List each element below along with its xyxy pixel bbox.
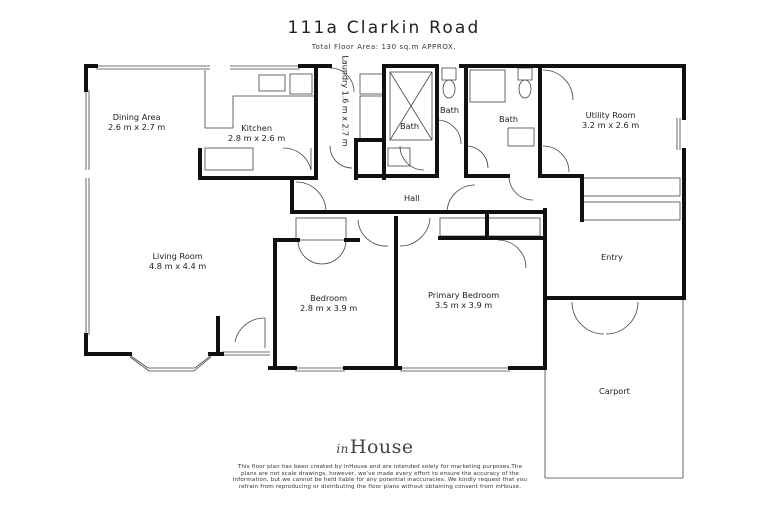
room-dining-area: Dining Area 2.6 m x 2.7 m [108,112,165,132]
disclaimer-text: This floor plan has been created by inHo… [232,464,528,490]
room-bedroom: Bedroom 2.8 m x 3.9 m [300,293,357,313]
logo-prefix: in [336,442,349,456]
room-dimensions: 2.8 m x 3.9 m [300,303,358,313]
room-name: Living Room [152,251,203,261]
room-hall: Hall [404,193,420,203]
logo-main: House [349,436,414,458]
room-name: Laundry [340,55,350,89]
inhouse-logo: inHouse [320,436,430,458]
room-dimensions: 3.2 m x 2.6 m [582,120,640,130]
room-bath-right: Bath [499,114,519,124]
room-dimensions: 2.8 m x 2.6 m [228,133,286,143]
room-laundry: Laundry 1.6 m x 2.7 m [341,55,350,146]
room-name: Kitchen [241,123,273,133]
room-utility: Utility Room 3.2 m x 2.6 m [582,110,639,130]
room-carport: Carport [599,386,630,396]
room-bath-left: Bath [400,121,420,131]
room-dimensions: 3.5 m x 3.9 m [435,300,493,310]
room-name: Utility Room [585,110,636,120]
room-dimensions: 2.6 m x 2.7 m [108,122,166,132]
floor-area-label: Total Floor Area: 130 sq.m APPROX. [311,43,457,51]
room-dimensions: 1.6 m x 2.7 m [340,90,350,147]
room-entry: Entry [601,252,623,262]
room-dimensions: 4.8 m x 4.4 m [149,261,207,271]
room-bath-middle: Bath [440,105,460,115]
room-living: Living Room 4.8 m x 4.4 m [149,251,206,271]
room-kitchen: Kitchen 2.8 m x 2.6 m [228,123,285,143]
room-name: Primary Bedroom [428,290,500,300]
room-name: Bedroom [310,293,348,303]
room-primary-bedroom: Primary Bedroom 3.5 m x 3.9 m [428,290,499,310]
room-name: Dining Area [112,112,161,122]
address-title: 111a Clarkin Road [287,18,481,38]
